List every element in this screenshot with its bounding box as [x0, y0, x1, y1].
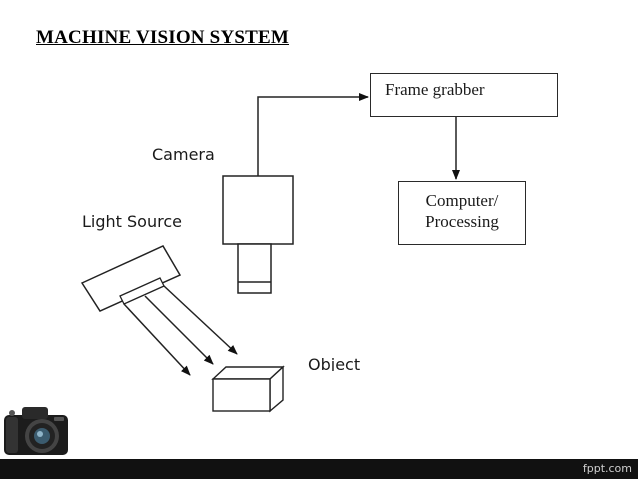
slide-title: MACHINE VISION SYSTEM — [36, 27, 290, 48]
footer-bar: fppt.com — [0, 459, 638, 479]
dslr-camera-icon — [4, 407, 68, 455]
frame-grabber-label: Frame grabber — [385, 80, 485, 99]
light-source-shape — [80, 245, 182, 312]
light-ray-1 — [123, 303, 191, 376]
computer-processing-box: Computer/ Processing — [398, 181, 526, 245]
camera-label: Camera — [152, 145, 215, 164]
object-box — [211, 365, 285, 413]
light-source-label: Light Source — [82, 212, 182, 231]
computer-label-line2: Processing — [425, 212, 499, 231]
frame-grabber-box: Frame grabber — [370, 73, 558, 117]
camera-body — [222, 175, 294, 245]
light-ray-3 — [163, 285, 238, 355]
object-label: Object — [308, 355, 361, 371]
brand-label: fppt.com — [582, 462, 632, 475]
computer-label-line1: Computer/ — [425, 191, 499, 210]
camera-to-frame-grabber-arrow — [257, 93, 369, 176]
camera-lens — [237, 243, 272, 294]
light-ray-2 — [144, 295, 214, 365]
